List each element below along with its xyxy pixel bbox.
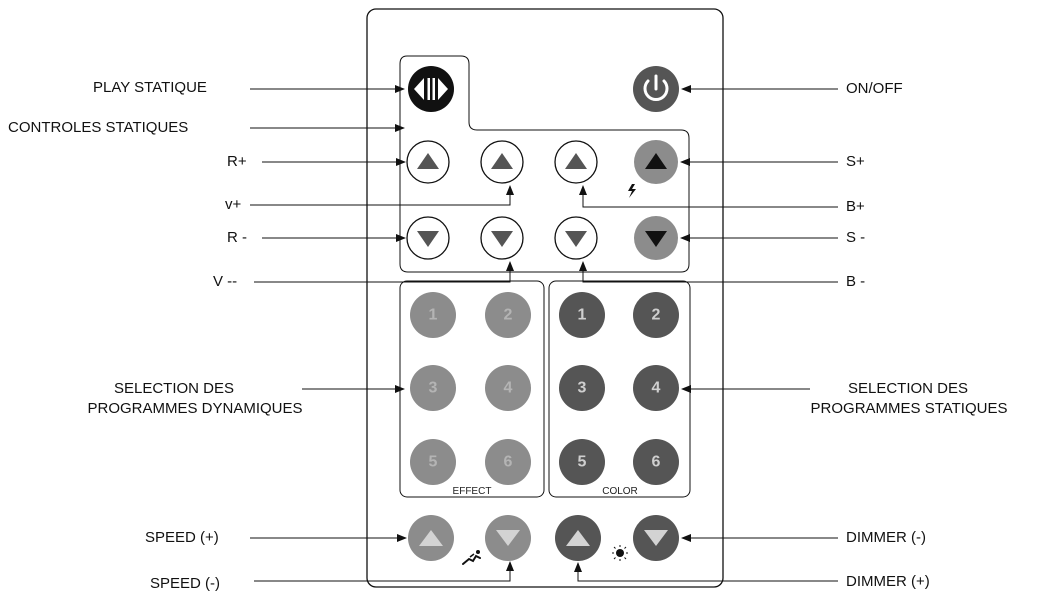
speed-minus-button[interactable] (485, 515, 531, 561)
on-off-button[interactable] (633, 66, 679, 112)
v-plus-button[interactable] (480, 140, 524, 184)
color-button-4[interactable]: 4 (633, 365, 679, 411)
color-button-6[interactable]: 6 (633, 439, 679, 485)
speed-plus-button[interactable] (408, 515, 454, 561)
leader-speed-minus (254, 561, 514, 582)
effect-button-3[interactable]: 3 (410, 365, 456, 411)
label-selection-dynamiques-2: PROGRAMMES DYNAMIQUES (87, 400, 303, 417)
color-label: COLOR (602, 486, 638, 497)
effect-number: 6 (504, 454, 513, 471)
label-r-minus: R - (227, 229, 247, 246)
runner-icon (462, 550, 481, 565)
label-dimmer-minus: DIMMER (-) (846, 529, 926, 546)
effect-number: 4 (504, 380, 513, 397)
lightning-icon (628, 184, 636, 198)
label-r-plus: R+ (227, 153, 247, 170)
leader-dimmer-plus (574, 562, 838, 582)
effect-label: EFFECT (453, 486, 492, 497)
label-v-plus: v+ (225, 196, 242, 213)
leader-v-minus (254, 261, 514, 283)
r-plus-button[interactable] (406, 140, 450, 184)
r-minus-button[interactable] (406, 216, 450, 260)
label-b-plus: B+ (846, 198, 865, 215)
static-controls-panel (399, 55, 690, 273)
play-statique-button[interactable] (408, 66, 454, 112)
s-plus-button[interactable] (634, 140, 678, 184)
label-selection-dynamiques-1: SELECTION DES (113, 380, 235, 397)
label-controles-statiques: CONTROLES STATIQUES (8, 119, 189, 136)
effect-button-4[interactable]: 4 (485, 365, 531, 411)
b-minus-button[interactable] (554, 216, 598, 260)
effect-number: 2 (504, 307, 513, 324)
dimmer-plus-button[interactable] (555, 515, 601, 561)
leader-b-minus (579, 261, 838, 283)
label-v-minus: V -- (213, 273, 238, 290)
label-selection-statiques-2: PROGRAMMES STATIQUES (810, 400, 1008, 417)
color-number: 4 (652, 380, 661, 397)
color-number: 1 (578, 307, 587, 324)
b-plus-button[interactable] (554, 140, 598, 184)
label-s-plus: S+ (846, 153, 865, 170)
color-button-3[interactable]: 3 (559, 365, 605, 411)
effect-button-1[interactable]: 1 (410, 292, 456, 338)
leader-v-plus (250, 185, 514, 206)
label-speed-plus: SPEED (+) (145, 529, 219, 546)
effect-number: 1 (429, 307, 438, 324)
color-number: 5 (578, 454, 587, 471)
label-play-statique: PLAY STATIQUE (93, 79, 207, 96)
label-selection-statiques-1: SELECTION DES (847, 380, 969, 397)
leader-b-plus (579, 185, 838, 208)
label-speed-minus: SPEED (-) (150, 575, 221, 592)
color-button-2[interactable]: 2 (633, 292, 679, 338)
color-number: 2 (652, 307, 661, 324)
color-number: 6 (652, 454, 661, 471)
v-minus-button[interactable] (480, 216, 524, 260)
effect-button-5[interactable]: 5 (410, 439, 456, 485)
effect-number: 5 (429, 454, 438, 471)
effect-button-6[interactable]: 6 (485, 439, 531, 485)
effect-number: 3 (429, 380, 438, 397)
leader-lines (250, 85, 838, 582)
label-on-off: ON/OFF (846, 80, 903, 97)
color-button-1[interactable]: 1 (559, 292, 605, 338)
s-minus-button[interactable] (634, 216, 678, 260)
dimmer-minus-button[interactable] (633, 515, 679, 561)
color-button-5[interactable]: 5 (559, 439, 605, 485)
brightness-icon (612, 545, 628, 561)
label-s-minus: S - (846, 229, 866, 246)
label-b-minus: B - (846, 273, 866, 290)
color-number: 3 (578, 380, 587, 397)
effect-button-2[interactable]: 2 (485, 292, 531, 338)
label-dimmer-plus: DIMMER (+) (846, 573, 930, 590)
remote-body (366, 8, 724, 588)
